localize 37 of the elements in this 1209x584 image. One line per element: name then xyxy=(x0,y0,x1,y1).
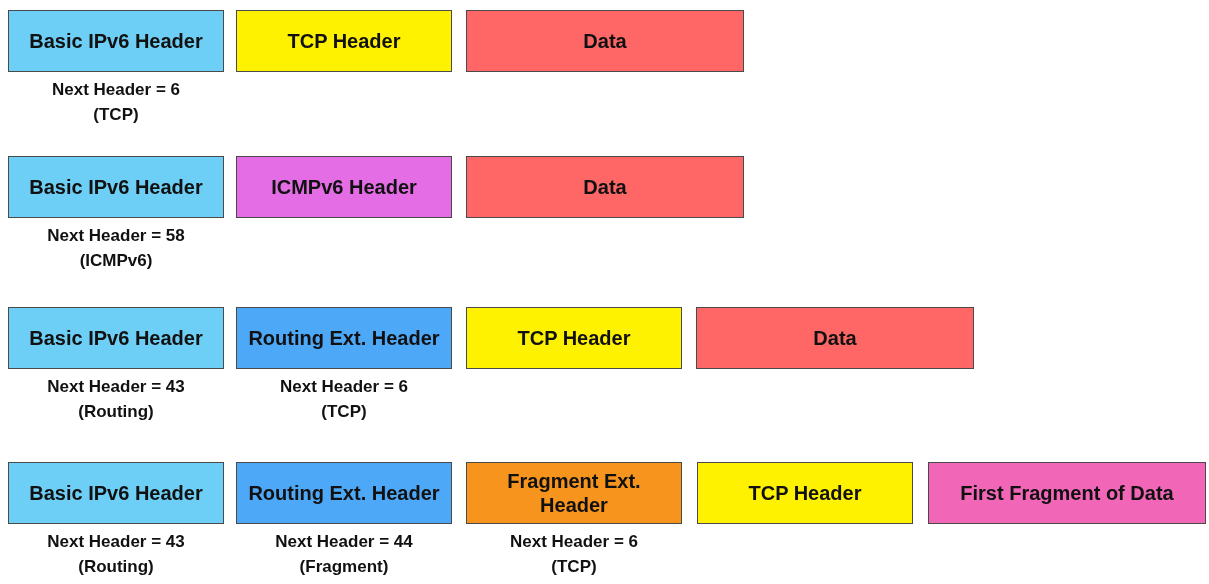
header-label: Routing Ext. Header xyxy=(247,326,441,350)
next-header-note: Next Header = 6 (TCP) xyxy=(508,531,639,578)
tcp-header-box xyxy=(697,462,913,524)
tcp-header-box xyxy=(466,307,682,369)
data-fragment-box xyxy=(928,462,1206,524)
routing-header-box xyxy=(236,462,452,524)
data-box xyxy=(466,156,744,218)
header-label: Data xyxy=(582,175,628,199)
header-label: TCP Header xyxy=(516,326,632,350)
next-header-note: Next Header = 44 (Fragment) xyxy=(274,531,414,578)
ipv6-header-box xyxy=(8,307,224,369)
next-header-note: Next Header = 43 (Routing) xyxy=(46,531,186,578)
header-label: Basic IPv6 Header xyxy=(28,326,204,350)
header-label: TCP Header xyxy=(747,481,863,505)
header-label: TCP Header xyxy=(286,29,402,53)
header-label: First Fragment of Data xyxy=(959,481,1175,505)
next-header-note: Next Header = 58 (ICMPv6) xyxy=(46,225,186,272)
header-label: ICMPv6 Header xyxy=(270,175,418,199)
header-label: Fragment Ext. Header xyxy=(506,469,642,517)
data-box xyxy=(696,307,974,369)
ipv6-header-box xyxy=(8,156,224,218)
icmpv6-header-box xyxy=(236,156,452,218)
header-label: Data xyxy=(812,326,858,350)
data-box xyxy=(466,10,744,72)
tcp-header-box xyxy=(236,10,452,72)
ipv6-header-box xyxy=(8,462,224,524)
next-header-note: Next Header = 43 (Routing) xyxy=(46,376,186,423)
header-label: Data xyxy=(582,29,628,53)
fragment-header-box xyxy=(466,462,682,524)
header-label: Routing Ext. Header xyxy=(247,481,441,505)
next-header-note: Next Header = 6 (TCP) xyxy=(278,376,409,423)
routing-header-box xyxy=(236,307,452,369)
header-label: Basic IPv6 Header xyxy=(28,175,204,199)
header-label: Basic IPv6 Header xyxy=(28,29,204,53)
ipv6-header-box xyxy=(8,10,224,72)
next-header-note: Next Header = 6 (TCP) xyxy=(50,79,181,126)
header-label: Basic IPv6 Header xyxy=(28,481,204,505)
